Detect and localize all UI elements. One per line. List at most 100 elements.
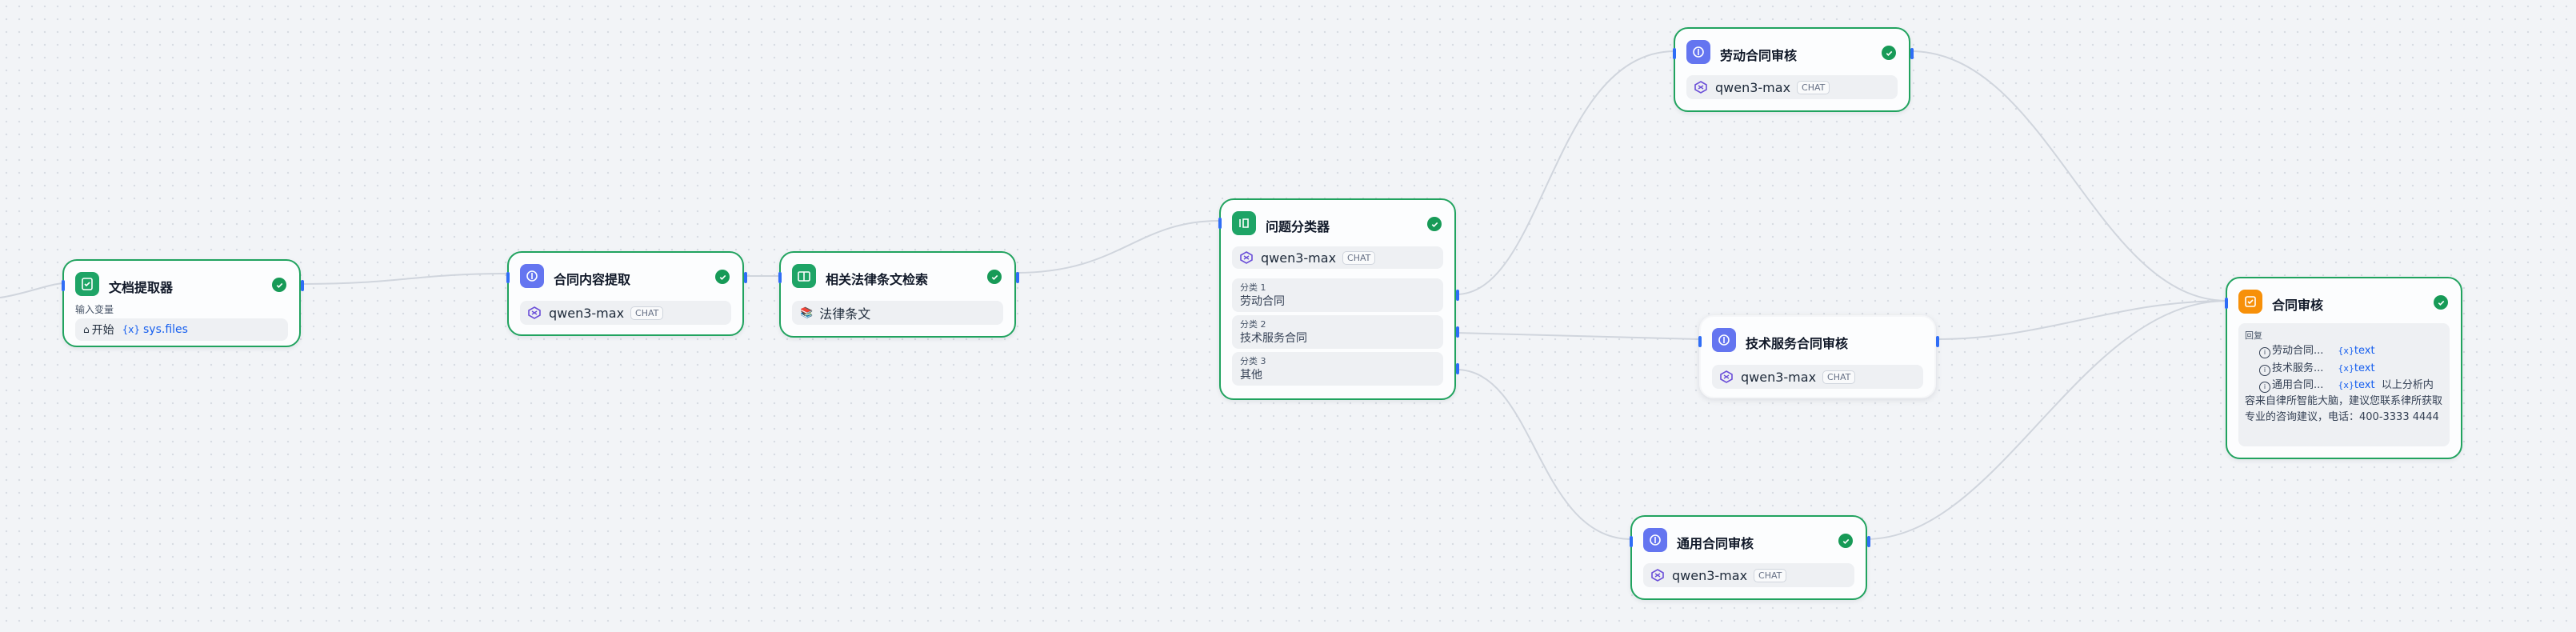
model-name: qwen3-max [1715,79,1791,95]
output-port[interactable] [1867,536,1870,547]
output-port[interactable] [1936,336,1939,347]
law-search-node[interactable]: 相关法律条文检索 📚 法律条文 [778,251,1019,338]
llm-ref-icon: i [2259,382,2270,393]
qwen-model-icon [1694,81,1707,94]
doc-extractor-icon [75,272,99,296]
input-port[interactable] [1698,336,1702,347]
output-port[interactable] [301,280,304,291]
qwen-model-icon [1240,251,1253,264]
model-mode-tag: CHAT [630,306,664,320]
home-icon: ⌂ [83,324,90,335]
model-selector[interactable]: qwen3-max CHAT [1232,246,1443,269]
model-selector[interactable]: qwen3-max CHAT [520,301,731,325]
model-selector[interactable]: qwen3-max CHAT [1686,75,1898,99]
input-port[interactable] [1673,48,1676,59]
model-mode-tag: CHAT [1822,370,1856,384]
input-port[interactable] [778,272,782,283]
labor-review-node[interactable]: 劳动合同审核 qwen3-max CHAT [1673,27,1914,112]
qwen-model-icon [1720,370,1733,383]
variable-icon: {x} [2338,346,2354,356]
class-3-port[interactable] [1456,363,1459,374]
llm-icon [1686,40,1710,64]
doc-extractor-node[interactable]: 文档提取器 输入变量 ⌂ 开始 {x} sys.files [62,259,304,347]
edge-class3-to-general [1455,369,1633,540]
knowledge-base-name: 法律条文 [819,306,871,322]
class-1-port[interactable] [1456,290,1459,301]
node-title: 通用合同审核 [1677,536,1754,551]
class-item[interactable]: 分类 2 技术服务合同 [1232,315,1443,349]
output-port[interactable] [1016,272,1019,283]
model-selector[interactable]: qwen3-max CHAT [1712,365,1923,389]
node-title: 合同内容提取 [554,272,631,287]
input-port[interactable] [506,272,510,283]
ref-node-name: 劳动合同... [2272,345,2324,357]
class-label: 分类 1 [1240,282,1266,293]
input-var-pill[interactable]: ⌂ 开始 {x} sys.files [75,318,288,341]
variable-icon: {x} [2338,363,2354,374]
edge-class2-to-tech [1455,332,1700,340]
output-port[interactable] [744,272,747,283]
input-port[interactable] [1630,536,1633,547]
success-check-icon [1882,46,1896,60]
node-title: 劳动合同审核 [1720,48,1798,63]
edge-general-to-answer [1865,300,2228,540]
model-mode-tag: CHAT [1342,250,1376,265]
node-title: 合同审核 [2272,298,2324,313]
class-value: 技术服务合同 [1240,332,1307,345]
var-name: sys.files [143,323,188,336]
node-title: 相关法律条文检索 [826,272,929,287]
success-check-icon [1427,217,1442,231]
reply-tail-text: 以上分析内容来自律所智能大脑，建议您联系律所获取专业的咨询建议，电话：400-3… [2245,379,2443,423]
knowledge-base-icon: 📚 [800,306,814,319]
class-2-port[interactable] [1456,326,1459,338]
edge-doc-to-extract [300,273,508,285]
edge-search-to-classifier [1015,220,1220,274]
knowledge-base-pill[interactable]: 📚 法律条文 [792,301,1003,325]
input-port[interactable] [2225,298,2228,309]
answer-icon [2238,290,2262,314]
node-title: 技术服务合同审核 [1746,336,1849,351]
knowledge-icon [792,264,816,288]
node-title: 问题分类器 [1266,219,1330,234]
model-mode-tag: CHAT [1797,80,1830,94]
ref-node-name: 技术服务... [2272,362,2324,374]
edge-start-to-doc [0,282,65,298]
reply-label: 回复 [2245,330,2262,341]
input-var-label: 输入变量 [75,304,114,315]
input-port[interactable] [62,280,65,291]
success-check-icon [2434,295,2448,310]
edge-class1-to-labor [1455,50,1676,295]
edge-tech-to-answer [1935,300,2228,340]
general-review-node[interactable]: 通用合同审核 qwen3-max CHAT [1630,515,1870,600]
class-label: 分类 3 [1240,356,1266,366]
class-item[interactable]: 分类 3 其他 [1232,352,1443,386]
llm-ref-icon: i [2259,347,2270,358]
model-mode-tag: CHAT [1754,568,1787,582]
classifier-node[interactable]: 问题分类器 qwen3-max CHAT 分类 1 劳动合同 分类 2 技术服务… [1218,198,1459,400]
success-check-icon [272,278,286,292]
tech-review-node[interactable]: 技术服务合同审核 qwen3-max CHAT [1698,315,1939,398]
contract-extract-node[interactable]: 合同内容提取 qwen3-max CHAT [506,251,747,336]
model-name: qwen3-max [1672,567,1748,583]
model-selector[interactable]: qwen3-max CHAT [1643,563,1854,587]
qwen-model-icon [1651,569,1664,582]
class-label: 分类 2 [1240,319,1266,330]
output-port[interactable] [1910,48,1914,59]
qwen-model-icon [528,306,541,319]
variable-icon: {x} [122,324,140,335]
classifier-icon [1232,211,1256,235]
success-check-icon [715,270,730,284]
class-value: 其他 [1240,369,1262,382]
variable-icon: {x} [2338,380,2354,390]
llm-ref-icon: i [2259,365,2270,376]
input-port[interactable] [1218,218,1222,229]
class-item[interactable]: 分类 1 劳动合同 [1232,278,1443,312]
edge-labor-to-answer [1910,50,2228,302]
ref-var-name: text [2354,379,2375,391]
model-name: qwen3-max [1261,250,1337,266]
